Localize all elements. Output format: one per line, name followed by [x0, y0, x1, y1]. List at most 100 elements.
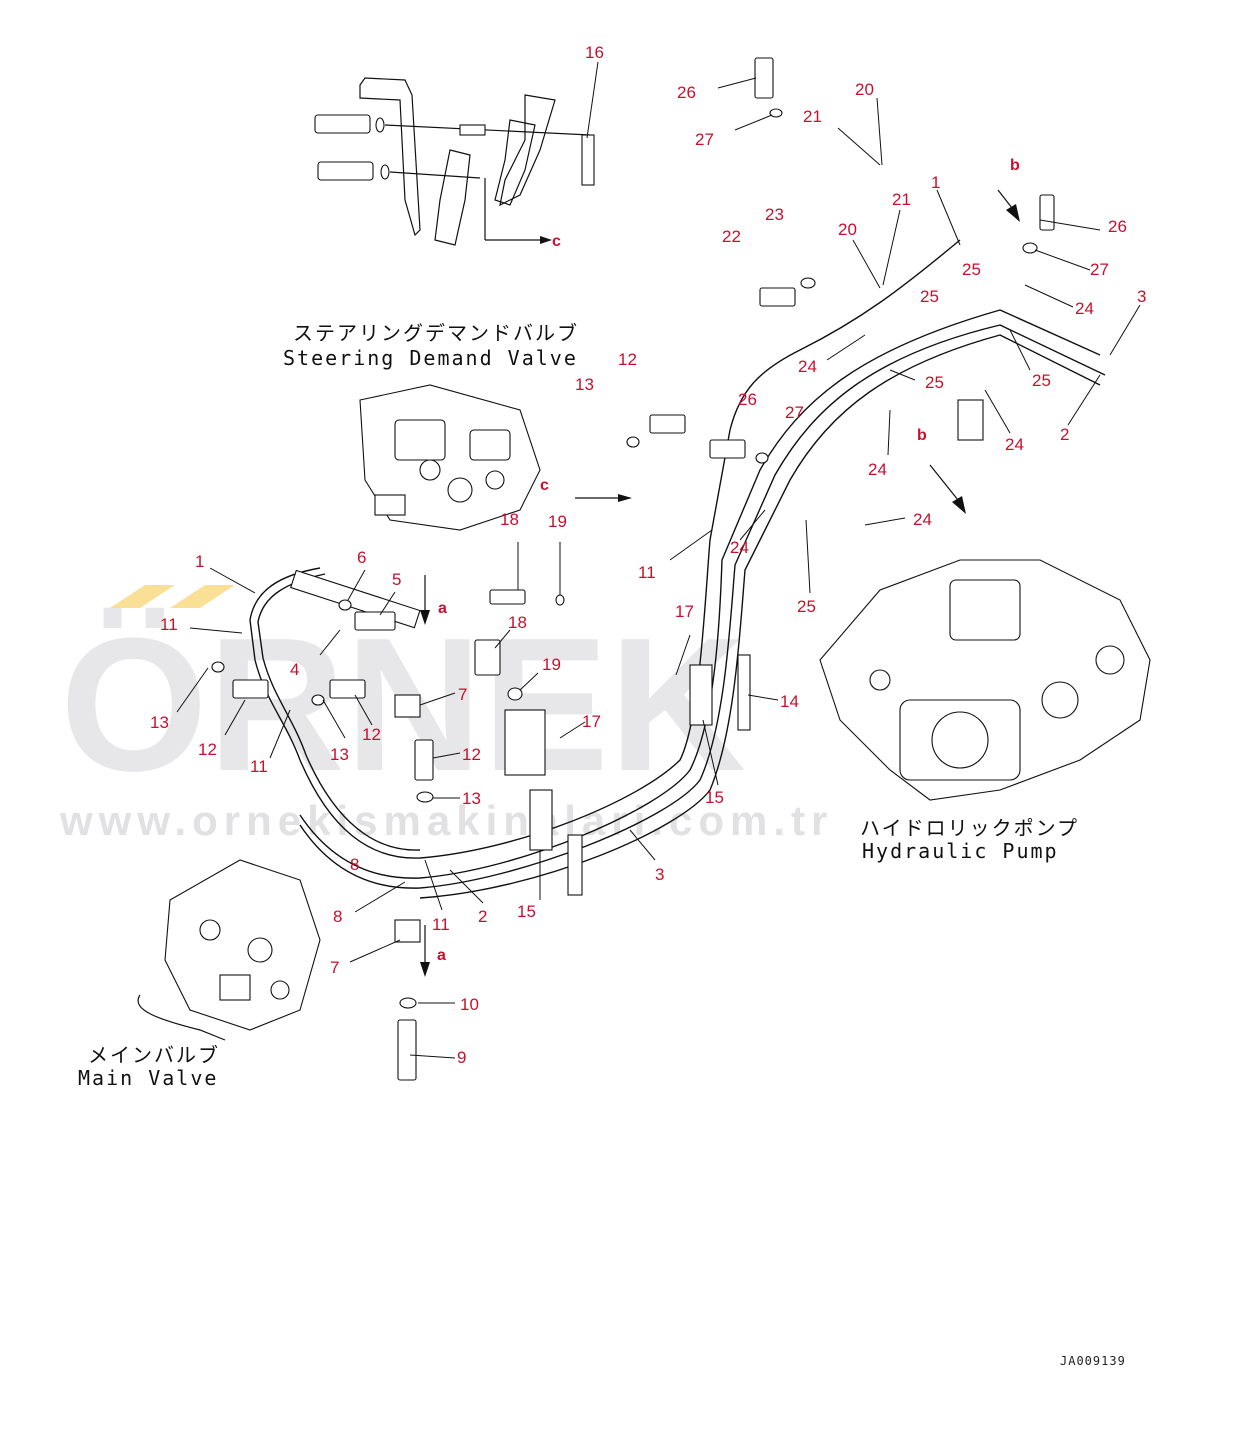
callout-24: 24 — [798, 357, 817, 376]
callout-13: 13 — [150, 713, 169, 732]
callout-18: 18 — [500, 510, 519, 529]
hydraulic-pump — [819, 559, 1151, 801]
bolt-12-upper — [649, 414, 686, 434]
callout-11: 11 — [432, 915, 450, 934]
washer-6 — [338, 599, 352, 611]
bolt-18-upper — [489, 589, 526, 605]
callout-11: 11 — [638, 563, 656, 582]
callout-6: 6 — [357, 548, 366, 567]
bolt-9 — [397, 1019, 417, 1081]
bolt-12-center — [329, 679, 366, 699]
watermark-accent-left — [110, 585, 175, 608]
small-parts — [211, 57, 1055, 1081]
hydraulic-pump-caption-jp: ハイドロリックポンプ — [860, 816, 1079, 840]
callout-20: 20 — [855, 80, 874, 99]
hydraulic-pump-caption-en: Hydraulic Pump — [862, 839, 1059, 863]
callout-24: 24 — [913, 510, 932, 529]
callout-19: 19 — [548, 512, 567, 531]
callout-25: 25 — [920, 287, 939, 306]
steering-demand-valve — [359, 384, 541, 531]
callout-24: 24 — [1075, 299, 1094, 318]
callout-15: 15 — [705, 788, 724, 807]
callout-13: 13 — [330, 745, 349, 764]
callout-25: 25 — [797, 597, 816, 616]
callout-12: 12 — [462, 745, 481, 764]
callout-14: 14 — [780, 692, 799, 711]
callout-2: 2 — [1060, 425, 1069, 444]
callout-12: 12 — [362, 725, 381, 744]
arrow-label-b: b — [917, 427, 927, 444]
steering-valve-caption-en: Steering Demand Valve — [283, 346, 578, 370]
arrow-label-b: b — [1010, 157, 1020, 174]
arrow-label-a: a — [438, 600, 447, 617]
bolt-18-lower — [474, 639, 501, 676]
bracket-lower — [567, 834, 583, 896]
washer-19-lower — [507, 687, 523, 701]
callout-13: 13 — [462, 789, 481, 808]
bolt-12-lower — [414, 739, 434, 781]
callout-11: 11 — [250, 757, 268, 776]
callout-21: 21 — [892, 190, 911, 209]
callout-13: 13 — [575, 375, 594, 394]
callout-8: 8 — [350, 855, 359, 874]
washer-13-upper — [626, 436, 640, 448]
washer-13-center — [311, 694, 325, 706]
callout-27: 27 — [695, 130, 714, 149]
washer-13-lower — [416, 791, 434, 803]
arrow-label-a: a — [437, 947, 446, 964]
callout-24: 24 — [868, 460, 887, 479]
callout-12: 12 — [618, 350, 637, 369]
callout-5: 5 — [392, 570, 401, 589]
arrow-label-c: c — [552, 233, 561, 250]
steering-valve-caption-jp: ステアリングデマンドバルブ — [293, 321, 579, 345]
callout-3: 3 — [1137, 287, 1146, 306]
plate-block — [504, 709, 546, 776]
callout-21: 21 — [803, 107, 822, 126]
clamp-15-lower — [529, 789, 553, 851]
hose-routing — [249, 239, 1106, 899]
drawing-code: JA009139 — [1060, 1354, 1126, 1368]
washer-27-top — [769, 108, 783, 118]
washer-27-right — [1022, 242, 1038, 254]
washer-13-left — [211, 661, 225, 673]
callout-26: 26 — [677, 83, 696, 102]
arrow-label-c: c — [540, 477, 549, 494]
clamp-7-upper — [394, 694, 421, 718]
callout-11: 11 — [160, 615, 178, 634]
bolt-26-top — [754, 57, 774, 99]
callout-15: 15 — [517, 902, 536, 921]
washer-23 — [800, 277, 816, 289]
callout-17: 17 — [582, 712, 601, 731]
callout-17: 17 — [675, 602, 694, 621]
callout-19: 19 — [542, 655, 561, 674]
callout-25: 25 — [1032, 371, 1051, 390]
watermark-accent-right — [170, 585, 235, 608]
callout-1: 1 — [195, 552, 204, 571]
callouts: 16 26 27 20 21 21 1 b 26 27 22 23 20 25 … — [150, 43, 1146, 1067]
washer-10 — [399, 997, 417, 1009]
bolt-26-mid — [709, 439, 746, 459]
callout-25: 25 — [925, 373, 944, 392]
clamp-7-lower — [394, 919, 421, 943]
clamp-right — [957, 399, 984, 441]
callout-22: 22 — [722, 227, 741, 246]
main-valve — [137, 859, 321, 1041]
callout-9: 9 — [457, 1048, 466, 1067]
main-valve-caption-en: Main Valve — [78, 1066, 218, 1090]
bolt-12-left — [232, 679, 269, 699]
callout-23: 23 — [765, 205, 784, 224]
washer-27-mid — [755, 452, 769, 464]
callout-27: 27 — [1090, 260, 1109, 279]
callout-7: 7 — [458, 685, 467, 704]
callout-26: 26 — [1108, 217, 1127, 236]
callout-10: 10 — [460, 995, 479, 1014]
main-valve-caption-jp: メインバルブ — [88, 1043, 220, 1067]
leader-lines — [176, 61, 1141, 1059]
watermark-url: www.ornekismakinalari.com.tr — [59, 797, 833, 844]
callout-18: 18 — [508, 613, 527, 632]
washer-19-upper — [555, 594, 565, 606]
callout-25: 25 — [962, 260, 981, 279]
captions: ステアリングデマンドバルブ Steering Demand Valve ハイドロ… — [78, 321, 1126, 1368]
callout-2: 2 — [478, 907, 487, 926]
callout-7: 7 — [330, 958, 339, 977]
